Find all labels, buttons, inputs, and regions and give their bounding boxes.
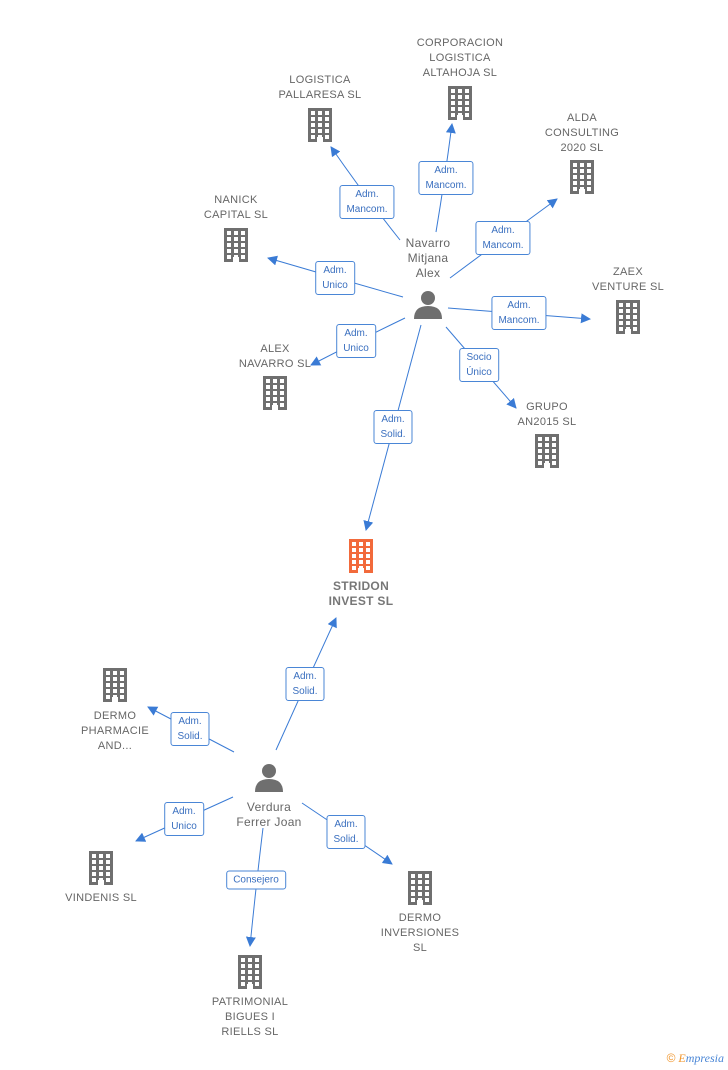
company-label-logistica[interactable]: LOGISTICA PALLARESA SL bbox=[278, 74, 362, 101]
empresia-logo[interactable]: © Empresia bbox=[666, 1051, 724, 1065]
building-icon-stridon[interactable] bbox=[349, 539, 373, 573]
building-icon-dermo_inv[interactable] bbox=[408, 871, 432, 905]
edge-label-navarro-zaex[interactable]: Adm. Mancom. bbox=[491, 296, 547, 330]
company-label-patrimonial[interactable]: PATRIMONIAL BIGUES I RIELLS SL bbox=[211, 996, 289, 1038]
building-icon-corporacion[interactable] bbox=[448, 86, 472, 120]
company-label-corporacion[interactable]: CORPORACION LOGISTICA ALTAHOJA SL bbox=[416, 37, 504, 79]
person-icon-verdura[interactable] bbox=[255, 764, 283, 792]
edge-label-verdura-vindenis[interactable]: Adm. Unico bbox=[164, 802, 204, 836]
building-icon-grupo[interactable] bbox=[535, 434, 559, 468]
building-icon-logistica[interactable] bbox=[308, 108, 332, 142]
edge-label-navarro-logistica[interactable]: Adm. Mancom. bbox=[339, 185, 395, 219]
edge-label-verdura-stridon[interactable]: Adm. Solid. bbox=[285, 667, 325, 701]
person-icon-navarro[interactable] bbox=[414, 291, 442, 319]
edge-label-navarro-corporacion[interactable]: Adm. Mancom. bbox=[418, 161, 474, 195]
edge-label-navarro-alda[interactable]: Adm. Mancom. bbox=[475, 221, 531, 255]
edge-label-verdura-dermo_ph[interactable]: Adm. Solid. bbox=[170, 712, 210, 746]
building-icon-nanick[interactable] bbox=[224, 228, 248, 262]
edge-label-verdura-dermo_inv[interactable]: Adm. Solid. bbox=[326, 815, 366, 849]
building-icon-dermo_ph[interactable] bbox=[103, 668, 127, 702]
company-label-zaex[interactable]: ZAEX VENTURE SL bbox=[591, 266, 665, 293]
building-icon-alex[interactable] bbox=[263, 376, 287, 410]
company-label-alex[interactable]: ALEX NAVARRO SL bbox=[238, 343, 312, 370]
edge-label-navarro-alex[interactable]: Adm. Unico bbox=[336, 324, 376, 358]
building-icon-patrimonial[interactable] bbox=[238, 955, 262, 989]
edge-label-verdura-patrimonial[interactable]: Consejero bbox=[226, 870, 286, 890]
company-label-grupo[interactable]: GRUPO AN2015 SL bbox=[517, 401, 577, 428]
building-icon-alda[interactable] bbox=[570, 160, 594, 194]
company-label-stridon[interactable]: STRIDON INVEST SL bbox=[328, 579, 394, 608]
company-label-dermo_inv[interactable]: DERMO INVERSIONES SL bbox=[380, 912, 460, 954]
person-label-navarro[interactable]: Navarro Mitjana Alex bbox=[405, 236, 451, 280]
company-label-vindenis[interactable]: VINDENIS SL bbox=[65, 892, 137, 904]
person-label-verdura[interactable]: Verdura Ferrer Joan bbox=[236, 800, 302, 829]
company-label-dermo_ph[interactable]: DERMO PHARMACIE AND... bbox=[80, 710, 150, 752]
edge-label-navarro-nanick[interactable]: Adm. Unico bbox=[315, 261, 355, 295]
company-label-nanick[interactable]: NANICK CAPITAL SL bbox=[203, 194, 269, 221]
edge-label-navarro-stridon[interactable]: Adm. Solid. bbox=[373, 410, 413, 444]
company-label-alda[interactable]: ALDA CONSULTING 2020 SL bbox=[544, 112, 620, 154]
edge-label-navarro-grupo[interactable]: Socio Único bbox=[459, 348, 499, 382]
building-icon-zaex[interactable] bbox=[616, 300, 640, 334]
building-icon-vindenis[interactable] bbox=[89, 851, 113, 885]
